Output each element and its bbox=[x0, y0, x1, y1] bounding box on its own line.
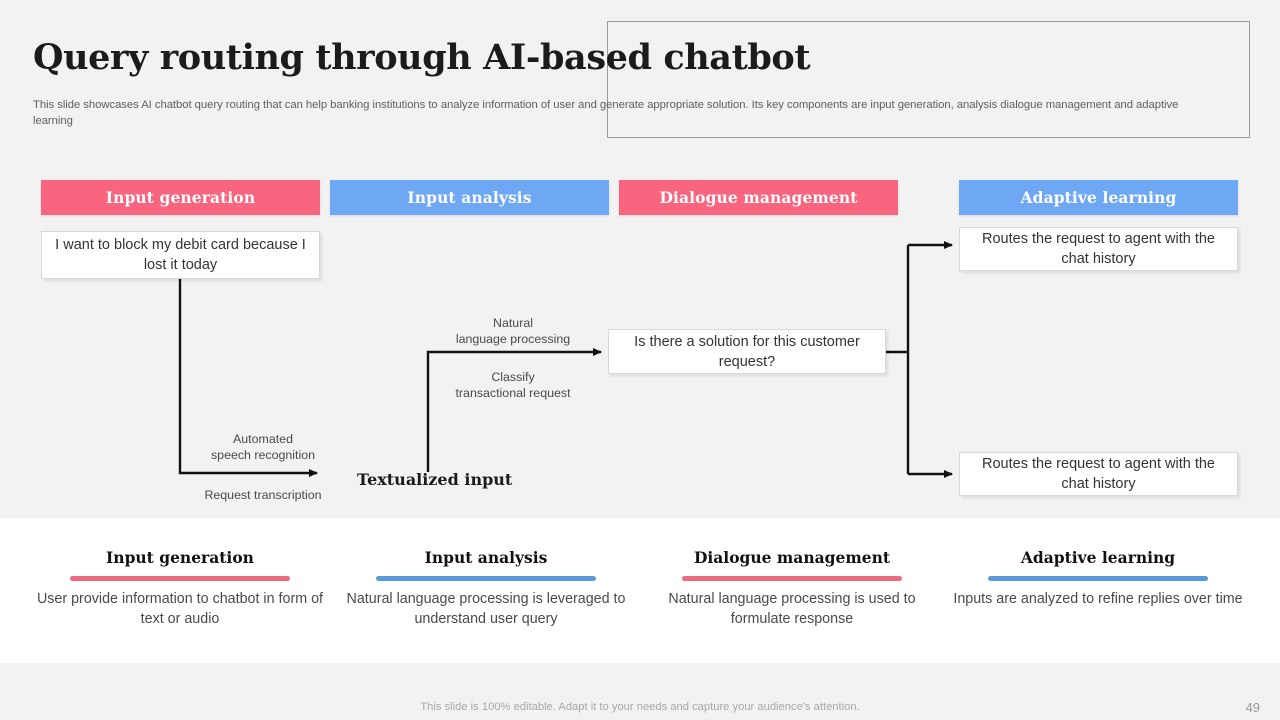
note-route-top: Routes the request to agent with the cha… bbox=[959, 227, 1238, 271]
legend-title: Input generation bbox=[106, 548, 254, 567]
column-header-label: Input analysis bbox=[407, 188, 532, 207]
column-header-label: Dialogue management bbox=[659, 188, 858, 207]
legend-rule bbox=[682, 576, 902, 582]
label-request-transcription: Request transcription bbox=[204, 488, 322, 502]
legend-band bbox=[0, 518, 1280, 663]
column-header-input-generation[interactable]: Input generation bbox=[41, 180, 320, 215]
legend-item-input-generation: Input generation User provide informatio… bbox=[35, 549, 325, 629]
note-question-box: Is there a solution for this customer re… bbox=[608, 329, 886, 374]
label-classify-transactional-request: Classify transactional request bbox=[455, 370, 571, 401]
note-user-message: I want to block my debit card because I … bbox=[41, 231, 320, 279]
column-header-adaptive-learning[interactable]: Adaptive learning bbox=[959, 180, 1238, 215]
column-header-dialogue-management[interactable]: Dialogue management bbox=[619, 180, 898, 215]
legend-title: Dialogue management bbox=[693, 548, 891, 567]
legend-description: Inputs are analyzed to refine replies ov… bbox=[953, 591, 1243, 608]
legend-item-dialogue-management: Dialogue management Natural language pro… bbox=[647, 549, 937, 629]
legend-rule bbox=[988, 576, 1208, 582]
legend-description: Natural language processing is used to f… bbox=[668, 591, 916, 627]
legend-item-input-analysis: Input analysis Natural language processi… bbox=[341, 549, 631, 629]
label-natural-language-processing: Natural language processing bbox=[455, 316, 571, 347]
legend-item-adaptive-learning: Adaptive learning Inputs are analyzed to… bbox=[953, 549, 1243, 610]
column-header-label: Adaptive learning bbox=[1020, 188, 1177, 207]
page-title: Query routing through AI-based chatbot bbox=[33, 37, 811, 78]
legend-description: Natural language processing is leveraged… bbox=[346, 591, 626, 627]
legend-description: User provide information to chatbot in f… bbox=[36, 591, 324, 627]
label-automated-speech-recognition: Automated speech recognition bbox=[210, 432, 315, 463]
page-subtitle: This slide showcases AI chatbot query ro… bbox=[33, 99, 1179, 128]
legend-rule bbox=[70, 576, 290, 582]
column-header-input-analysis[interactable]: Input analysis bbox=[330, 180, 609, 215]
legend-rule bbox=[376, 576, 596, 582]
header-frame bbox=[607, 21, 1250, 138]
legend-title: Input analysis bbox=[424, 548, 548, 567]
legend-title: Adaptive learning bbox=[1020, 548, 1176, 567]
column-header-label: Input generation bbox=[105, 188, 256, 207]
label-textualized-input: Textualized input bbox=[357, 470, 513, 489]
footer-note: This slide is 100% editable. Adapt it to… bbox=[420, 701, 860, 713]
note-route-bottom: Routes the request to agent with the cha… bbox=[959, 452, 1238, 496]
page-number: 49 bbox=[1245, 700, 1260, 715]
